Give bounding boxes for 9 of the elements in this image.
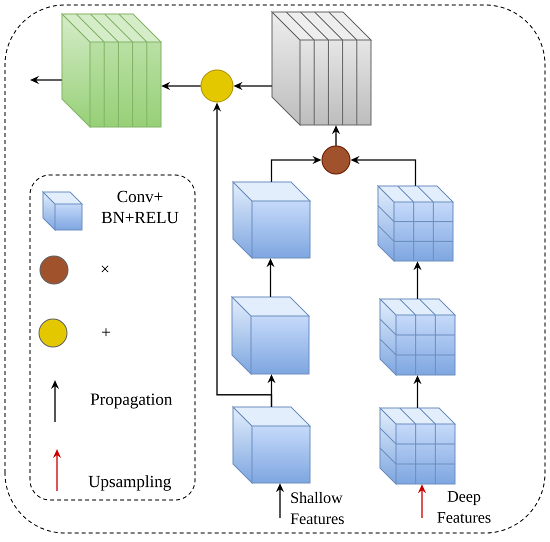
caption-text: Deep Features [437,491,491,523]
legend-text: Conv+ BN+RELU [102,190,178,224]
legend-text: × [102,265,108,272]
legend-text: Propagation [90,394,172,408]
operator-circle [200,70,234,102]
legend-text: Upsampling [88,475,171,491]
operator-circle [322,146,350,174]
caption-text: Shallow Features [290,492,344,524]
legend-text: + [102,328,110,336]
